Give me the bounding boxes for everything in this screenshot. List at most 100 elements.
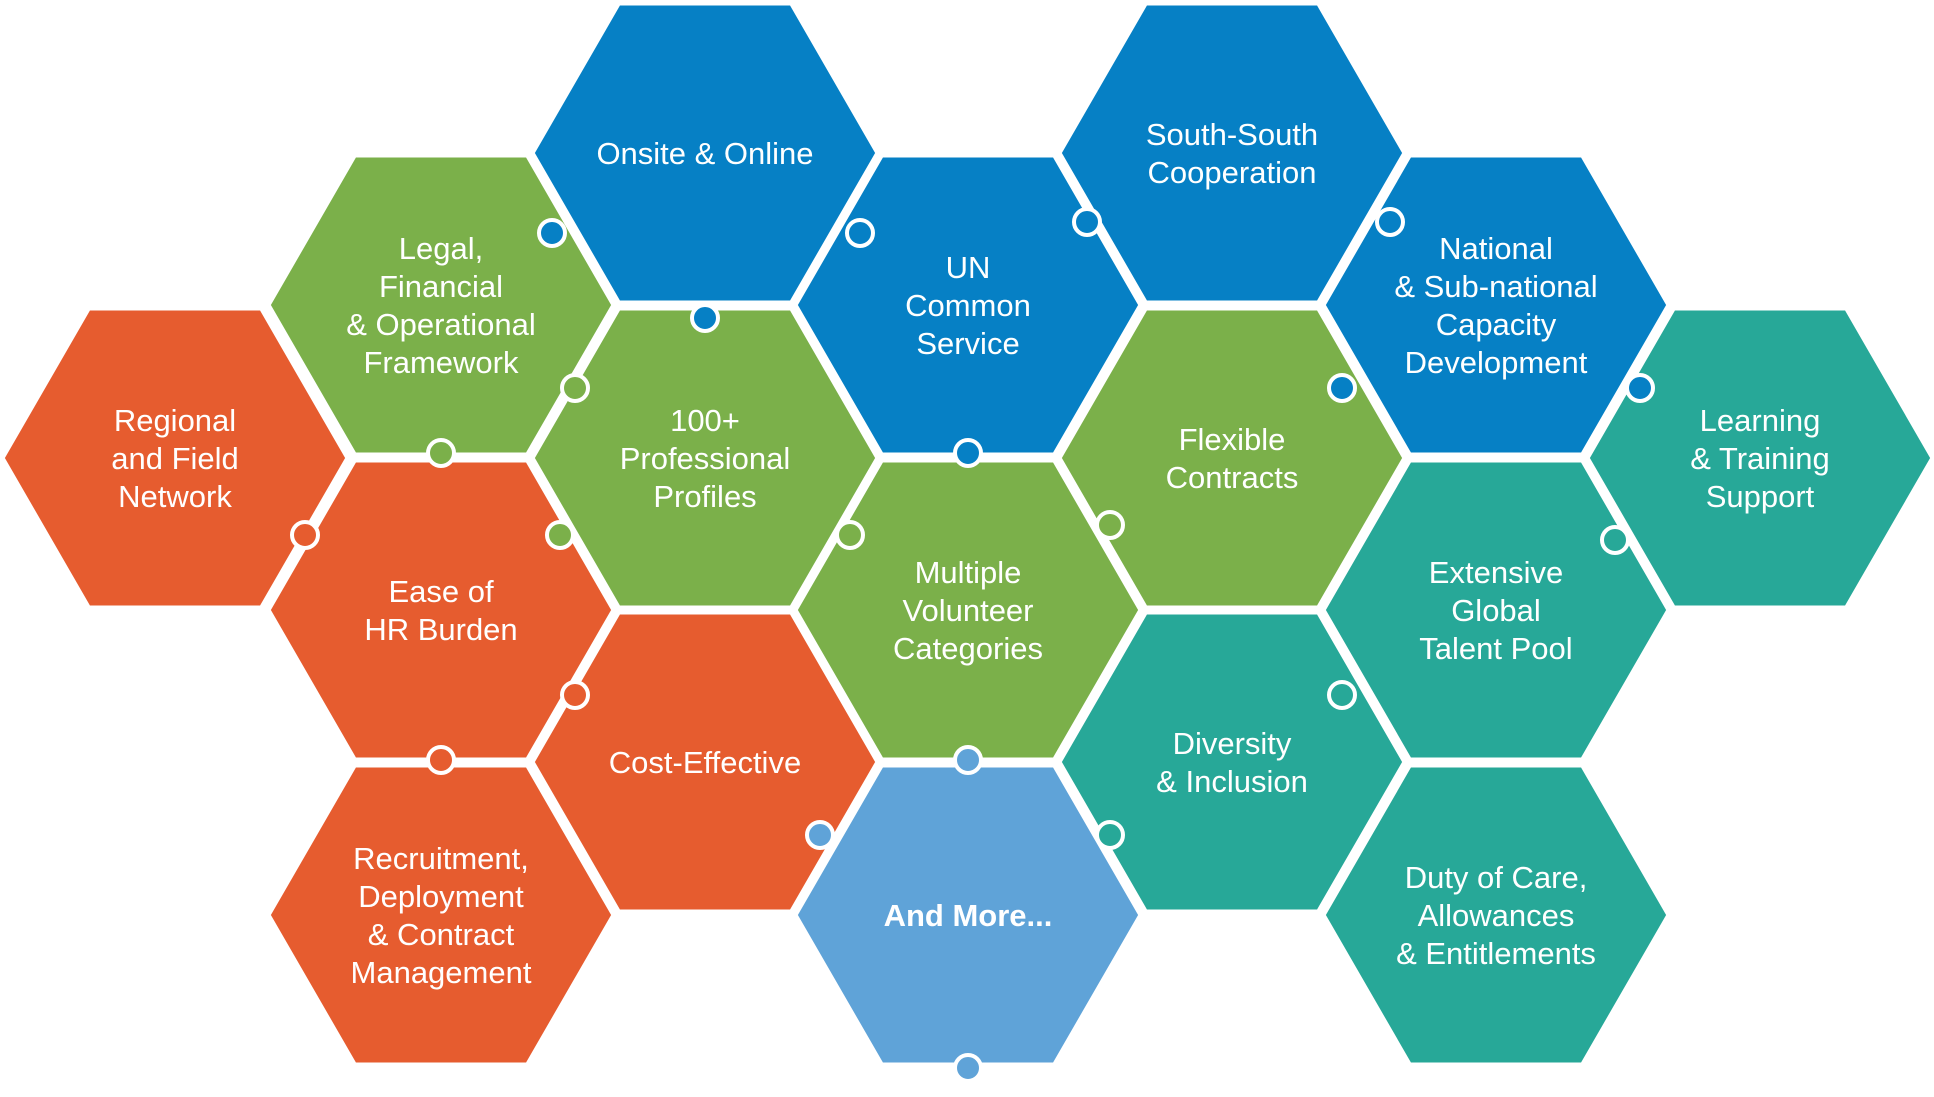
hex-label-line: & Entitlements bbox=[1396, 936, 1596, 971]
puzzle-tab bbox=[805, 820, 835, 850]
hex-shape bbox=[0, 305, 351, 611]
hex-shape bbox=[792, 152, 1144, 458]
hex-shape bbox=[1320, 762, 1672, 1068]
hex-label-line: Cooperation bbox=[1148, 155, 1317, 190]
hex-label-line: Recruitment, bbox=[353, 841, 529, 876]
puzzle-tab bbox=[426, 438, 456, 468]
hex-label-line: Volunteer bbox=[903, 593, 1034, 628]
hex-label-line: Categories bbox=[893, 631, 1043, 666]
puzzle-tab bbox=[1095, 820, 1125, 850]
hex-label-line: & Inclusion bbox=[1156, 764, 1308, 799]
hex-diversity-inclusion: Diversity& Inclusion bbox=[1056, 609, 1408, 915]
hex-label: Diversity& Inclusion bbox=[1156, 726, 1308, 799]
hex-label-line: Learning bbox=[1700, 403, 1821, 438]
hex-label-line: Development bbox=[1405, 345, 1588, 380]
hex-label: Duty of Care,Allowances& Entitlements bbox=[1396, 860, 1596, 971]
hex-label-line: and Field bbox=[111, 441, 239, 476]
hex-shape bbox=[1320, 152, 1672, 458]
hex-label-line: Flexible bbox=[1179, 422, 1286, 457]
hex-label-line: Onsite & Online bbox=[596, 136, 813, 171]
hex-label-line: Multiple bbox=[915, 555, 1022, 590]
hex-shape bbox=[265, 457, 617, 763]
puzzle-tab bbox=[1072, 207, 1102, 237]
hex-label-line: Duty of Care, bbox=[1405, 860, 1588, 895]
hex-label: Onsite & Online bbox=[596, 136, 813, 171]
hex-shape bbox=[529, 0, 881, 306]
puzzle-tab bbox=[1600, 525, 1630, 555]
puzzle-tab bbox=[845, 218, 875, 248]
hex-label-line: HR Burden bbox=[364, 612, 517, 647]
hex-label-line: UN bbox=[946, 250, 991, 285]
puzzle-tab bbox=[290, 520, 320, 550]
hex-shape bbox=[1584, 305, 1934, 611]
hex-label-line: Capacity bbox=[1436, 307, 1557, 342]
hex-label-line: Service bbox=[916, 326, 1019, 361]
puzzle-tab bbox=[835, 520, 865, 550]
hex-label-line: & Sub-national bbox=[1394, 269, 1597, 304]
hex-label-line: Cost-Effective bbox=[609, 745, 801, 780]
hex-shape bbox=[1320, 457, 1672, 763]
hex-label-line: Network bbox=[118, 479, 232, 514]
hex-label-line: & Contract bbox=[368, 917, 515, 952]
hex-label-line: And More... bbox=[884, 898, 1053, 933]
puzzle-tab bbox=[1095, 510, 1125, 540]
hex-label-line: Ease of bbox=[388, 574, 494, 609]
hex-duty-of-care-allowances-entitlements: Duty of Care,Allowances& Entitlements bbox=[1320, 762, 1672, 1068]
hex-shape bbox=[792, 457, 1144, 763]
hex-shape bbox=[529, 305, 881, 611]
hex-label-line: Profiles bbox=[653, 479, 756, 514]
hex-label-line: South-South bbox=[1146, 117, 1318, 152]
puzzle-tab bbox=[1327, 373, 1357, 403]
hex-label-line: Deployment bbox=[358, 879, 524, 914]
puzzle-tab bbox=[1327, 680, 1357, 710]
hex-label-line: Framework bbox=[363, 345, 519, 380]
puzzle-tab bbox=[545, 520, 575, 550]
hex-label: And More... bbox=[884, 898, 1053, 933]
puzzle-tab bbox=[560, 680, 590, 710]
hex-label-line: Management bbox=[351, 955, 532, 990]
hex-label-line: National bbox=[1439, 231, 1553, 266]
hex-label-line: Financial bbox=[379, 269, 503, 304]
hex-shape bbox=[1056, 609, 1408, 915]
hex-label-line: Talent Pool bbox=[1419, 631, 1572, 666]
puzzle-tab bbox=[953, 1053, 983, 1083]
hex-label-line: Allowances bbox=[1418, 898, 1575, 933]
hex-and-more: And More... bbox=[792, 762, 1144, 1068]
hex-shape bbox=[1056, 0, 1408, 306]
hex-label-line: Common bbox=[905, 288, 1031, 323]
puzzle-tab bbox=[1375, 207, 1405, 237]
hex-label: Cost-Effective bbox=[609, 745, 801, 780]
hex-label-line: 100+ bbox=[670, 403, 740, 438]
puzzle-tab bbox=[537, 218, 567, 248]
hex-label-line: Global bbox=[1451, 593, 1541, 628]
hex-shape bbox=[529, 609, 881, 915]
hex-shape bbox=[1056, 305, 1408, 611]
hex-label-line: & Training bbox=[1690, 441, 1830, 476]
hex-label-line: Contracts bbox=[1166, 460, 1299, 495]
hex-label-line: & Operational bbox=[346, 307, 536, 342]
puzzle-tab bbox=[1625, 373, 1655, 403]
hex-label-line: Extensive bbox=[1429, 555, 1563, 590]
